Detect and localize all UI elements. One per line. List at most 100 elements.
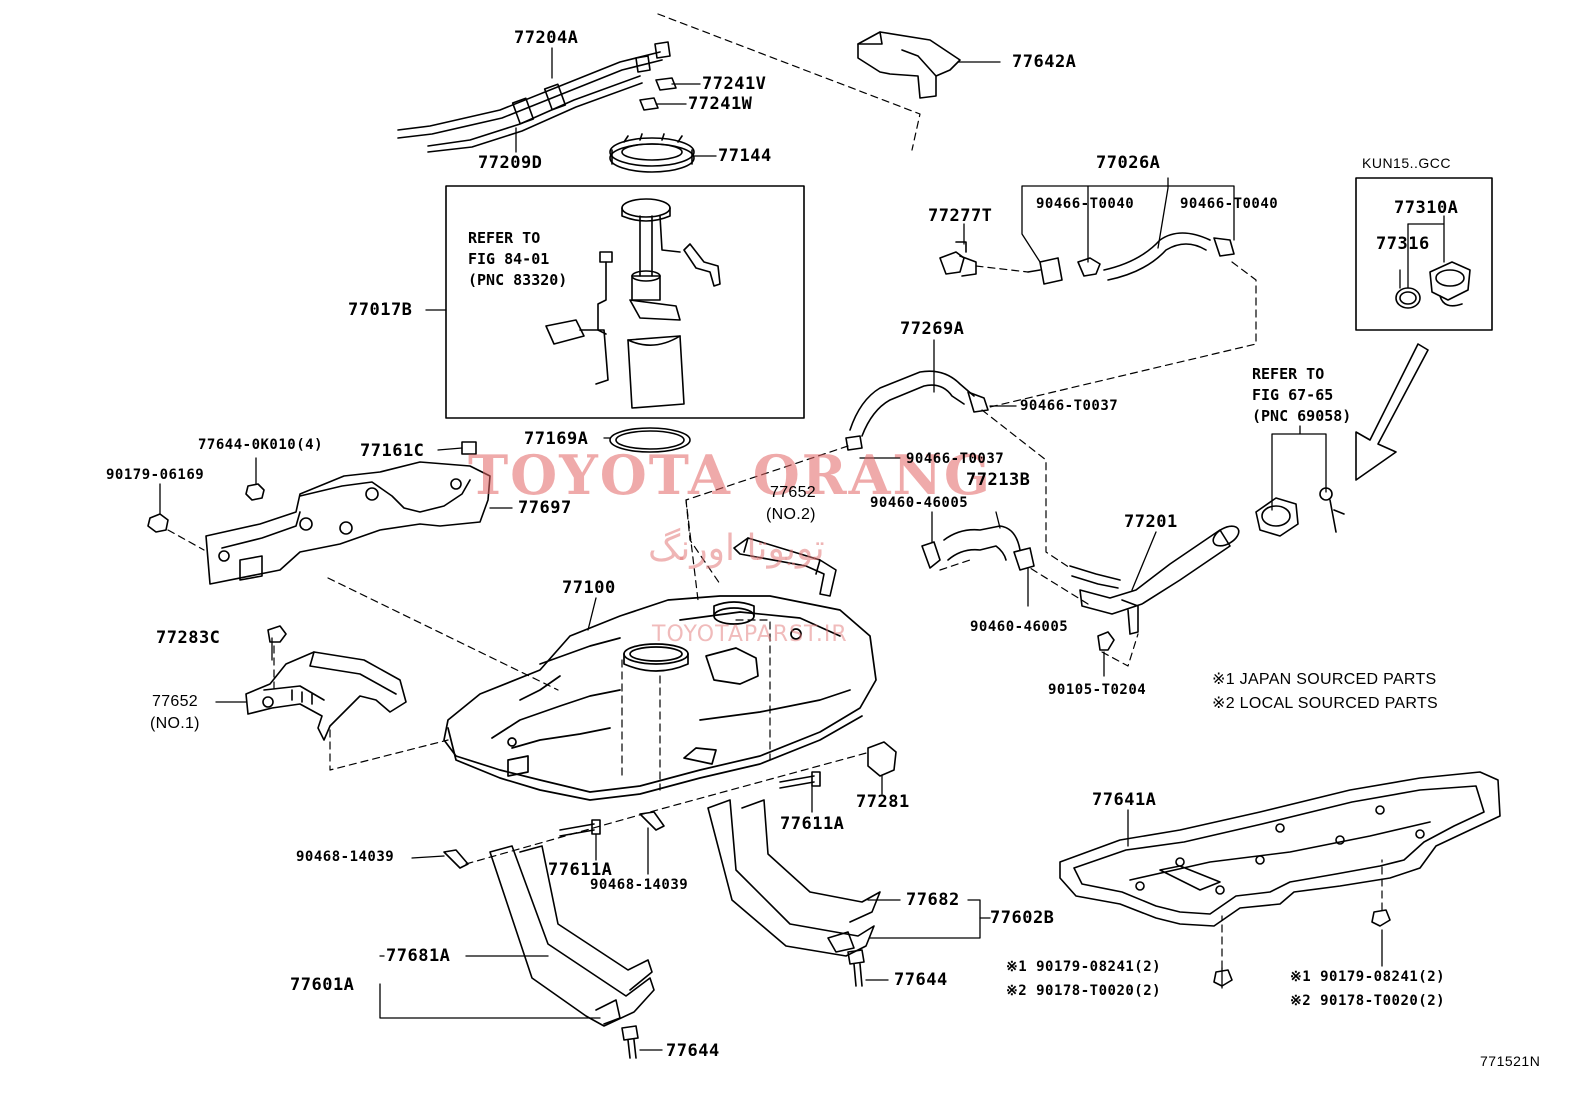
gasket-77316 — [1395, 287, 1421, 309]
label-90460-46005-b: 90460-46005 — [970, 619, 1069, 635]
nut-776440K010 — [245, 483, 265, 501]
valve-77277T — [939, 241, 977, 277]
cover-77642A — [857, 31, 961, 99]
reference-1-line-1: REFER TO — [468, 229, 541, 247]
label-77144: 77144 — [718, 146, 772, 166]
label-77644-a: 77644 — [894, 970, 948, 990]
assembly-dashed-lines — [167, 13, 1383, 969]
clip-77283C — [267, 625, 287, 643]
label-77652-no1-sub: (NO.1) — [150, 715, 200, 732]
bolt-77644-a — [847, 949, 865, 987]
label-77644-b: 77644 — [666, 1041, 720, 1061]
label-90179-06169: 90179-06169 — [106, 467, 205, 483]
protector-77697 — [205, 461, 491, 585]
label-77161C: 77161C — [360, 441, 425, 461]
band-77601A — [489, 845, 655, 1027]
label-77652-no2: 77652 — [770, 484, 816, 501]
label-90178-T0020-a: ※2 90178-T0020(2) — [1006, 983, 1162, 999]
hose-77213B — [921, 525, 1035, 571]
clip-77161C — [461, 441, 477, 455]
reference-fig-84-01: REFER TO FIG 84-01 (PNC 83320) — [468, 228, 567, 291]
clip-90468-b — [639, 811, 665, 831]
clip-77241V — [655, 77, 677, 91]
direction-arrow — [1355, 343, 1429, 481]
filler-pipe-77201 — [1069, 525, 1240, 635]
clip-77281 — [867, 741, 897, 777]
fuel-pump-assembly — [545, 198, 721, 409]
label-77310A: 77310A — [1394, 198, 1459, 218]
nut-cover-a — [1213, 969, 1233, 987]
label-77641A: 77641A — [1092, 790, 1157, 810]
reference-2-line-1: REFER TO — [1252, 365, 1325, 383]
label-90466-T0037-b: 90466-T0037 — [906, 451, 1005, 467]
label-90105-T0204: 90105-T0204 — [1048, 682, 1147, 698]
clip-77241W — [639, 97, 659, 111]
label-77241W: 77241W — [688, 94, 753, 114]
label-77169A: 77169A — [524, 429, 589, 449]
reference-2-line-2: FIG 67-65 — [1252, 386, 1334, 404]
label-77611A-a: 77611A — [780, 814, 845, 834]
label-77204A: 77204A — [514, 28, 579, 48]
label-90179-08241-b: ※1 90179-08241(2) — [1290, 969, 1446, 985]
reference-2-line-3: (PNC 69058) — [1252, 407, 1352, 425]
under-cover-77641A — [1059, 771, 1501, 927]
label-77697: 77697 — [518, 498, 572, 518]
label-90460-46005-a: 90460-46005 — [870, 495, 969, 511]
label-77611A-b: 77611A — [548, 860, 613, 880]
band-77602B — [707, 799, 881, 957]
bolt-77644-b — [621, 1025, 639, 1059]
label-77602B: 77602B — [990, 908, 1055, 928]
reference-1-line-2: FIG 84-01 — [468, 250, 550, 268]
label-77652-no1: 77652 — [152, 693, 198, 710]
label-77213B: 77213B — [966, 470, 1031, 490]
label-90468-14039-b: 90468-14039 — [590, 877, 689, 893]
label-77601A: 77601A — [290, 975, 355, 995]
filler-cap-77310A — [1429, 261, 1471, 307]
label-77269A: 77269A — [900, 319, 965, 339]
label-90468-14039-a: 90468-14039 — [296, 849, 395, 865]
valve-77026A — [1027, 232, 1235, 285]
reference-fig-67-65: REFER TO FIG 67-65 (PNC 69058) — [1252, 364, 1351, 427]
label-77644-0K010: 77644-0K010(4) — [198, 437, 324, 453]
label-77017B: 77017B — [348, 300, 413, 320]
label-90179-08241-a: ※1 90179-08241(2) — [1006, 959, 1162, 975]
fuel-pump-box-77017B — [445, 185, 805, 419]
protector-77652-no2 — [733, 537, 837, 597]
label-77642A: 77642A — [1012, 52, 1077, 72]
fuel-tank-77100 — [443, 595, 877, 801]
hose-77269A — [845, 370, 989, 451]
clip-90468-a — [443, 849, 469, 869]
fuel-cap-ref — [1255, 487, 1345, 537]
label-77682: 77682 — [906, 890, 960, 910]
figure-code: 771521N — [1480, 1053, 1541, 1069]
label-77681A: 77681A — [386, 946, 451, 966]
bolt-77611A-a — [779, 771, 821, 789]
label-77281: 77281 — [856, 792, 910, 812]
inset-title: KUN15..GCC — [1362, 155, 1452, 171]
label-77209D: 77209D — [478, 153, 543, 173]
clip-9017906169 — [147, 513, 169, 533]
label-77316: 77316 — [1376, 234, 1430, 254]
fuel-line-77204A — [397, 41, 671, 153]
label-90178-T0020-b: ※2 90178-T0020(2) — [1290, 993, 1446, 1009]
nut-cover-b — [1371, 909, 1391, 927]
label-90466-T0040-b: 90466-T0040 — [1180, 196, 1279, 212]
legend-local-sourced: ※2 LOCAL SOURCED PARTS — [1212, 695, 1438, 712]
label-90466-T0040-a: 90466-T0040 — [1036, 196, 1135, 212]
gasket-77169A — [609, 427, 691, 453]
protector-77652-no1 — [245, 651, 407, 741]
label-90466-T0037-a: 90466-T0037 — [1020, 398, 1119, 414]
label-77277T: 77277T — [928, 206, 993, 226]
legend-japan-sourced: ※1 JAPAN SOURCED PARTS — [1212, 671, 1437, 688]
bolt-90105T0204 — [1097, 631, 1115, 651]
label-77026A: 77026A — [1096, 153, 1161, 173]
label-77652-no2-sub: (NO.2) — [766, 506, 816, 523]
inset-box — [1355, 177, 1493, 331]
label-77201: 77201 — [1124, 512, 1178, 532]
label-77100: 77100 — [562, 578, 616, 598]
lock-ring-77144 — [609, 133, 695, 173]
label-77283C: 77283C — [156, 628, 221, 648]
label-77241V: 77241V — [702, 74, 767, 94]
reference-1-line-3: (PNC 83320) — [468, 271, 568, 289]
